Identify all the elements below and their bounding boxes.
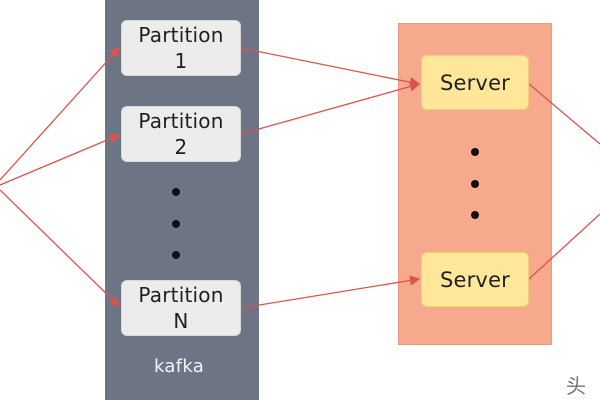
watermark-glyph: 头 [566,374,586,398]
partition-2-box: Partition 2 [121,106,241,162]
ellipsis-dot [172,251,180,259]
watermark-logo: 头 [560,356,600,400]
partition-1-id: 1 [174,49,188,73]
server-ellipsis [470,143,480,227]
partition-ellipsis [171,183,181,267]
server-2-box: Server [421,252,529,307]
partition-2-to-server-1-arrow [240,81,421,135]
server-2-label: Server [439,267,511,292]
ellipsis-dot [471,211,479,219]
partition-1-title: Partition [138,23,224,47]
partition-n-id: N [173,309,189,333]
partition-n-to-server-2-arrow [240,275,421,309]
source-to-partition-n-arrow [0,189,120,307]
partition-2-title: Partition [138,109,224,133]
ellipsis-dot [172,188,180,196]
server-1-label: Server [439,70,511,95]
ellipsis-dot [471,180,479,188]
partition-2-id: 2 [174,135,188,159]
partition-1-to-server-1-arrow [240,47,421,88]
partition-n-box: Partition N [121,280,241,336]
ellipsis-dot [471,148,479,156]
source-to-partition-1-arrow [0,47,120,181]
kafka-label: kafka [154,356,205,377]
partition-1-box: Partition 1 [121,20,241,76]
ellipsis-dot [172,220,180,228]
server-1-box: Server [421,55,529,110]
partition-n-title: Partition [138,283,224,307]
source-to-partition-2-arrow [0,133,121,186]
